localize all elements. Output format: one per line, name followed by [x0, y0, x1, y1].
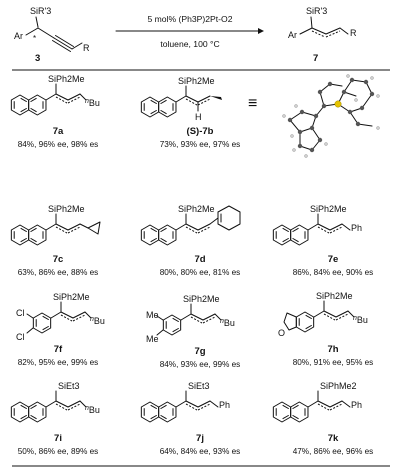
compound-7f: Cl Cl SiPh2Me nBu 7f 82%, 95% ee, 99% es	[16, 292, 105, 367]
silyl-label: SiPh2Me	[48, 204, 85, 214]
compound-number: 7f	[54, 344, 63, 355]
cyclohexenyl-ring	[217, 205, 241, 231]
sm-silyl-label: SiR'3	[30, 6, 51, 16]
compound-number: 7a	[53, 126, 64, 137]
yield-ee-es: 86%, 84% ee, 90% es	[293, 268, 374, 277]
silyl-label: SiPh2Me	[316, 291, 353, 301]
compound-7i: SiEt3 nBu 7i 50%, 86% ee, 89% es	[10, 381, 100, 456]
product-compound-number: 7	[313, 53, 318, 64]
silyl-label: SiPh2Me	[183, 294, 220, 304]
r-group-label: nBu	[220, 318, 235, 328]
cyclopropyl-ring	[87, 221, 101, 235]
oxygen-label: O	[278, 328, 285, 338]
reaction-arrow: 5 mol% (Ph3P)2Pt-O2 toluene, 100 °C	[115, 14, 264, 49]
yield-ee-es: 80%, 91% ee, 95% es	[293, 358, 374, 367]
compound-number: 7e	[328, 254, 339, 265]
compound-7a: SiPh2Me nBu 7a 84%, 96% ee, 98% es	[10, 74, 100, 149]
silyl-label: SiEt3	[58, 381, 80, 391]
sm-r-label: R	[83, 43, 90, 53]
yield-ee-es: 80%, 80% ee, 81% es	[160, 268, 241, 277]
sm-aryl-label: Ar	[14, 31, 23, 41]
r-group-label: nBu	[90, 316, 105, 326]
solvent-temperature-condition: toluene, 100 °C	[160, 39, 219, 49]
silyl-label: SiPh2Me	[178, 76, 215, 86]
catalyst-condition: 5 mol% (Ph3P)2Pt-O2	[147, 14, 232, 24]
yield-ee-es: 64%, 84% ee, 93% es	[160, 447, 241, 456]
compound-7e: SiPh2Me Ph 7e 86%, 84% ee, 90% es	[272, 204, 374, 277]
silyl-label: SiPhMe2	[320, 381, 357, 391]
silyl-label: SiEt3	[188, 381, 210, 391]
r-group-label: nBu	[353, 315, 368, 325]
compound-7j: SiEt3 Ph 7j 64%, 84% ee, 93% es	[140, 381, 241, 456]
compound-7k: SiPhMe2 Ph 7k 47%, 86% ee, 96% es	[272, 381, 374, 456]
compound-number: 7h	[327, 344, 338, 355]
r-group-label: Ph	[351, 400, 362, 410]
equivalence-symbol: ≡	[248, 95, 257, 112]
yield-ee-es: 84%, 96% ee, 98% es	[18, 140, 99, 149]
substituent-label: Cl	[16, 308, 25, 318]
substituent-label: Me	[146, 310, 159, 320]
hydrogen-label: H	[195, 112, 202, 122]
yield-ee-es: 47%, 86% ee, 96% es	[293, 447, 374, 456]
starting-material-3: SiR'3 Ar * R 3	[14, 6, 90, 64]
yield-ee-es: 84%, 93% ee, 99% es	[160, 360, 241, 369]
compound-7b: SiPh2Me H (S)-7b 73%, 93% ee, 97% es	[140, 76, 241, 149]
compound-number: 7c	[53, 254, 64, 265]
compound-number: 7i	[54, 433, 62, 444]
product-7: SiR'3 Ar R 7	[288, 6, 357, 64]
r-group-label: nBu	[85, 405, 100, 415]
silyl-label: SiPh2Me	[53, 292, 90, 302]
silyl-label: SiPh2Me	[310, 204, 347, 214]
product-r-label: R	[350, 28, 357, 38]
silyl-label: SiPh2Me	[48, 74, 85, 84]
compound-number: 7k	[328, 433, 339, 444]
substituent-label: Cl	[16, 332, 25, 342]
yield-ee-es: 82%, 95% ee, 99% es	[18, 358, 99, 367]
compound-number: 7j	[196, 433, 204, 444]
compound-number: (S)-7b	[187, 126, 214, 137]
r-group-label: Ph	[219, 400, 230, 410]
compound-7h: O SiPh2Me nBu 7h 80%, 91% ee, 95% es	[278, 291, 373, 367]
yield-ee-es: 63%, 86% ee, 88% es	[18, 268, 99, 277]
silyl-label: SiPh2Me	[178, 204, 215, 214]
compound-number: 7d	[194, 254, 205, 265]
xray-crystal-structure	[282, 74, 380, 158]
yield-ee-es: 73%, 93% ee, 97% es	[160, 140, 241, 149]
product-aryl-label: Ar	[288, 30, 297, 40]
compound-number: 7g	[194, 346, 205, 357]
furan-ring	[283, 312, 297, 331]
compound-7d: SiPh2Me 7d 80%, 80% ee, 81% es	[140, 204, 241, 277]
substituent-label: Me	[146, 334, 159, 344]
r-group-label: Ph	[351, 223, 362, 233]
r-group-label: nBu	[85, 98, 100, 108]
product-silyl-label: SiR'3	[306, 6, 327, 16]
compound-7c: SiPh2Me 7c 63%, 86% ee, 88% es	[10, 204, 101, 277]
sm-compound-number: 3	[35, 53, 40, 64]
compound-7g: Me Me SiPh2Me nBu 7g 84%, 93% ee, 99% es	[146, 294, 240, 369]
stereocenter-mark: *	[33, 34, 36, 43]
yield-ee-es: 50%, 86% ee, 89% es	[18, 447, 99, 456]
